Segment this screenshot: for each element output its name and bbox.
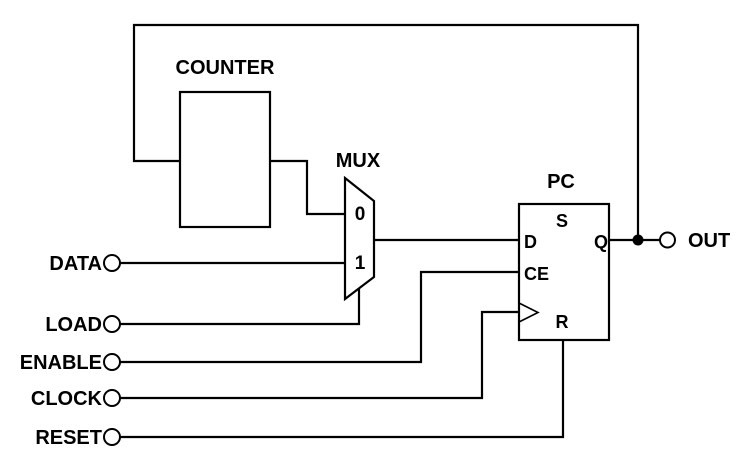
terminal-clock [103,389,121,407]
terminal-load [103,315,121,333]
signal-label-reset: RESET [35,427,102,449]
signal-label-out: OUT [688,230,730,252]
wire-clock-input [120,310,518,400]
terminal-reset [103,428,121,446]
signal-label-load: LOAD [45,314,102,336]
signal-label-clock: CLOCK [31,388,103,410]
pc-port-d: D [524,232,537,252]
wire-reset-input [120,340,565,439]
pc-port-r: R [556,312,569,332]
counter-label: COUNTER [176,57,275,79]
pc-port-ce: CE [524,264,549,284]
clock-edge-icon [518,302,540,323]
pc-block [517,202,611,342]
signal-label-data: DATA [49,253,102,275]
terminal-out [659,231,676,249]
wire-load-select [120,288,361,326]
counter-block [178,90,272,229]
terminal-enable [103,353,121,371]
junction-dot [632,234,644,246]
mux-body [343,175,376,302]
pc-port-q: Q [594,232,608,252]
terminal-data [103,254,121,272]
mux-label: MUX [336,150,381,172]
wire-feedback-loop [132,23,640,240]
mux-input1-label: 1 [355,253,366,274]
pc-label: PC [547,171,575,193]
signal-label-enable: ENABLE [20,352,102,374]
mux-input0-label: 0 [355,204,366,225]
wire-counter-to-mux0 [270,159,345,216]
pc-port-s: S [556,211,568,231]
wire-enable-to-ce [120,270,519,364]
